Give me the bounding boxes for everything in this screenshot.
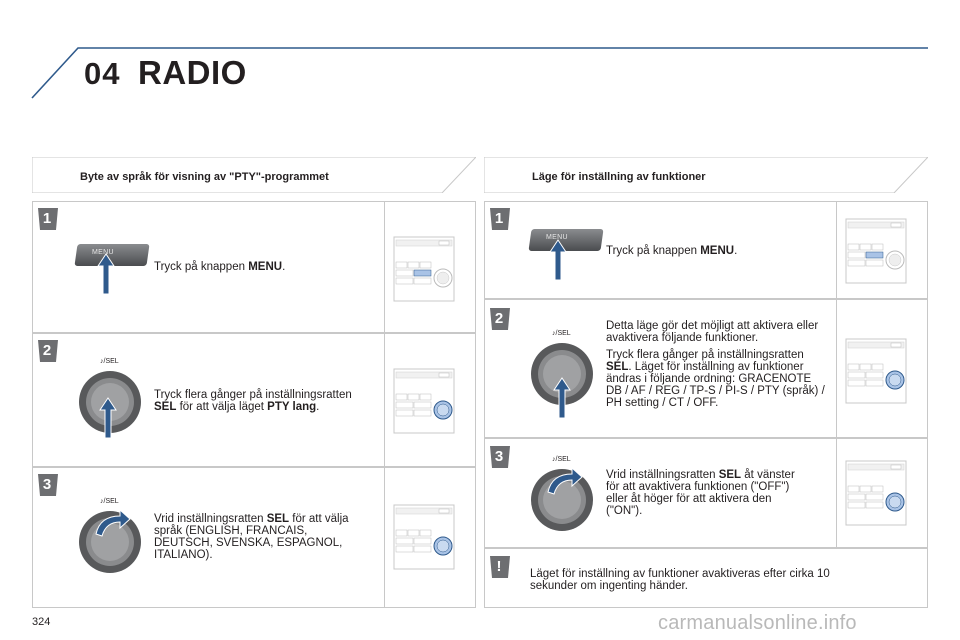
- right-note-text: Läget för inställning av funktioner avak…: [530, 568, 830, 592]
- right-section-header: Läge för inställning av funktioner: [484, 157, 928, 193]
- chapter-header-frame: [31, 47, 928, 99]
- rotate-arrow-icon: [547, 466, 583, 495]
- radio-panel-illustration: [845, 460, 907, 526]
- right-note: [484, 548, 928, 608]
- left-step-2-text: Tryck flera gånger på inställningsratten…: [154, 389, 352, 413]
- radio-panel-illustration: [393, 504, 455, 570]
- warning-icon: !: [488, 554, 512, 580]
- right-step-1-text: Tryck på knappen MENU.: [606, 245, 738, 257]
- left-step-3-badge: 3: [36, 472, 60, 498]
- sel-knob-illustration: ♪/SEL: [530, 330, 594, 406]
- right-step-3-text: Vrid inställningsratten SEL åt vänster f…: [606, 469, 795, 517]
- press-arrow-icon: [99, 397, 117, 439]
- rotate-arrow-icon: [95, 508, 131, 537]
- press-arrow-icon: [549, 239, 567, 281]
- left-step-3-text: Vrid inställningsratten SEL för att välj…: [154, 513, 349, 561]
- left-section-header: Byte av språk för visning av "PTY"-progr…: [32, 157, 476, 193]
- radio-panel-illustration: [845, 218, 907, 284]
- right-section-title: Läge för inställning av funktioner: [532, 171, 706, 183]
- left-step-1-badge: 1: [36, 206, 60, 232]
- right-step-2-intro: Detta läge gör det möjligt att aktivera …: [606, 320, 819, 344]
- left-step-1-text: Tryck på knappen MENU.: [154, 261, 286, 273]
- chapter-number: 04: [84, 56, 121, 91]
- left-step-2-badge: 2: [36, 338, 60, 364]
- radio-panel-illustration: [393, 236, 455, 302]
- chapter-title: RADIO: [138, 54, 247, 91]
- radio-panel-illustration: [845, 338, 907, 404]
- right-step-1-badge: 1: [488, 206, 512, 232]
- right-step-3-badge: 3: [488, 444, 512, 470]
- page-number: 324: [32, 616, 51, 628]
- menu-button-illustration: MENU: [74, 244, 150, 270]
- left-section-title: Byte av språk för visning av "PTY"-progr…: [80, 171, 329, 183]
- right-step-2-badge: 2: [488, 306, 512, 332]
- radio-panel-illustration: [393, 368, 455, 434]
- press-arrow-icon: [97, 253, 115, 295]
- right-step-2-text: Detta läge gör det möjligt att aktivera …: [606, 320, 828, 414]
- press-arrow-icon: [553, 377, 571, 419]
- menu-button-illustration: MENU: [528, 229, 604, 255]
- watermark: carmanualsonline.info: [658, 612, 857, 634]
